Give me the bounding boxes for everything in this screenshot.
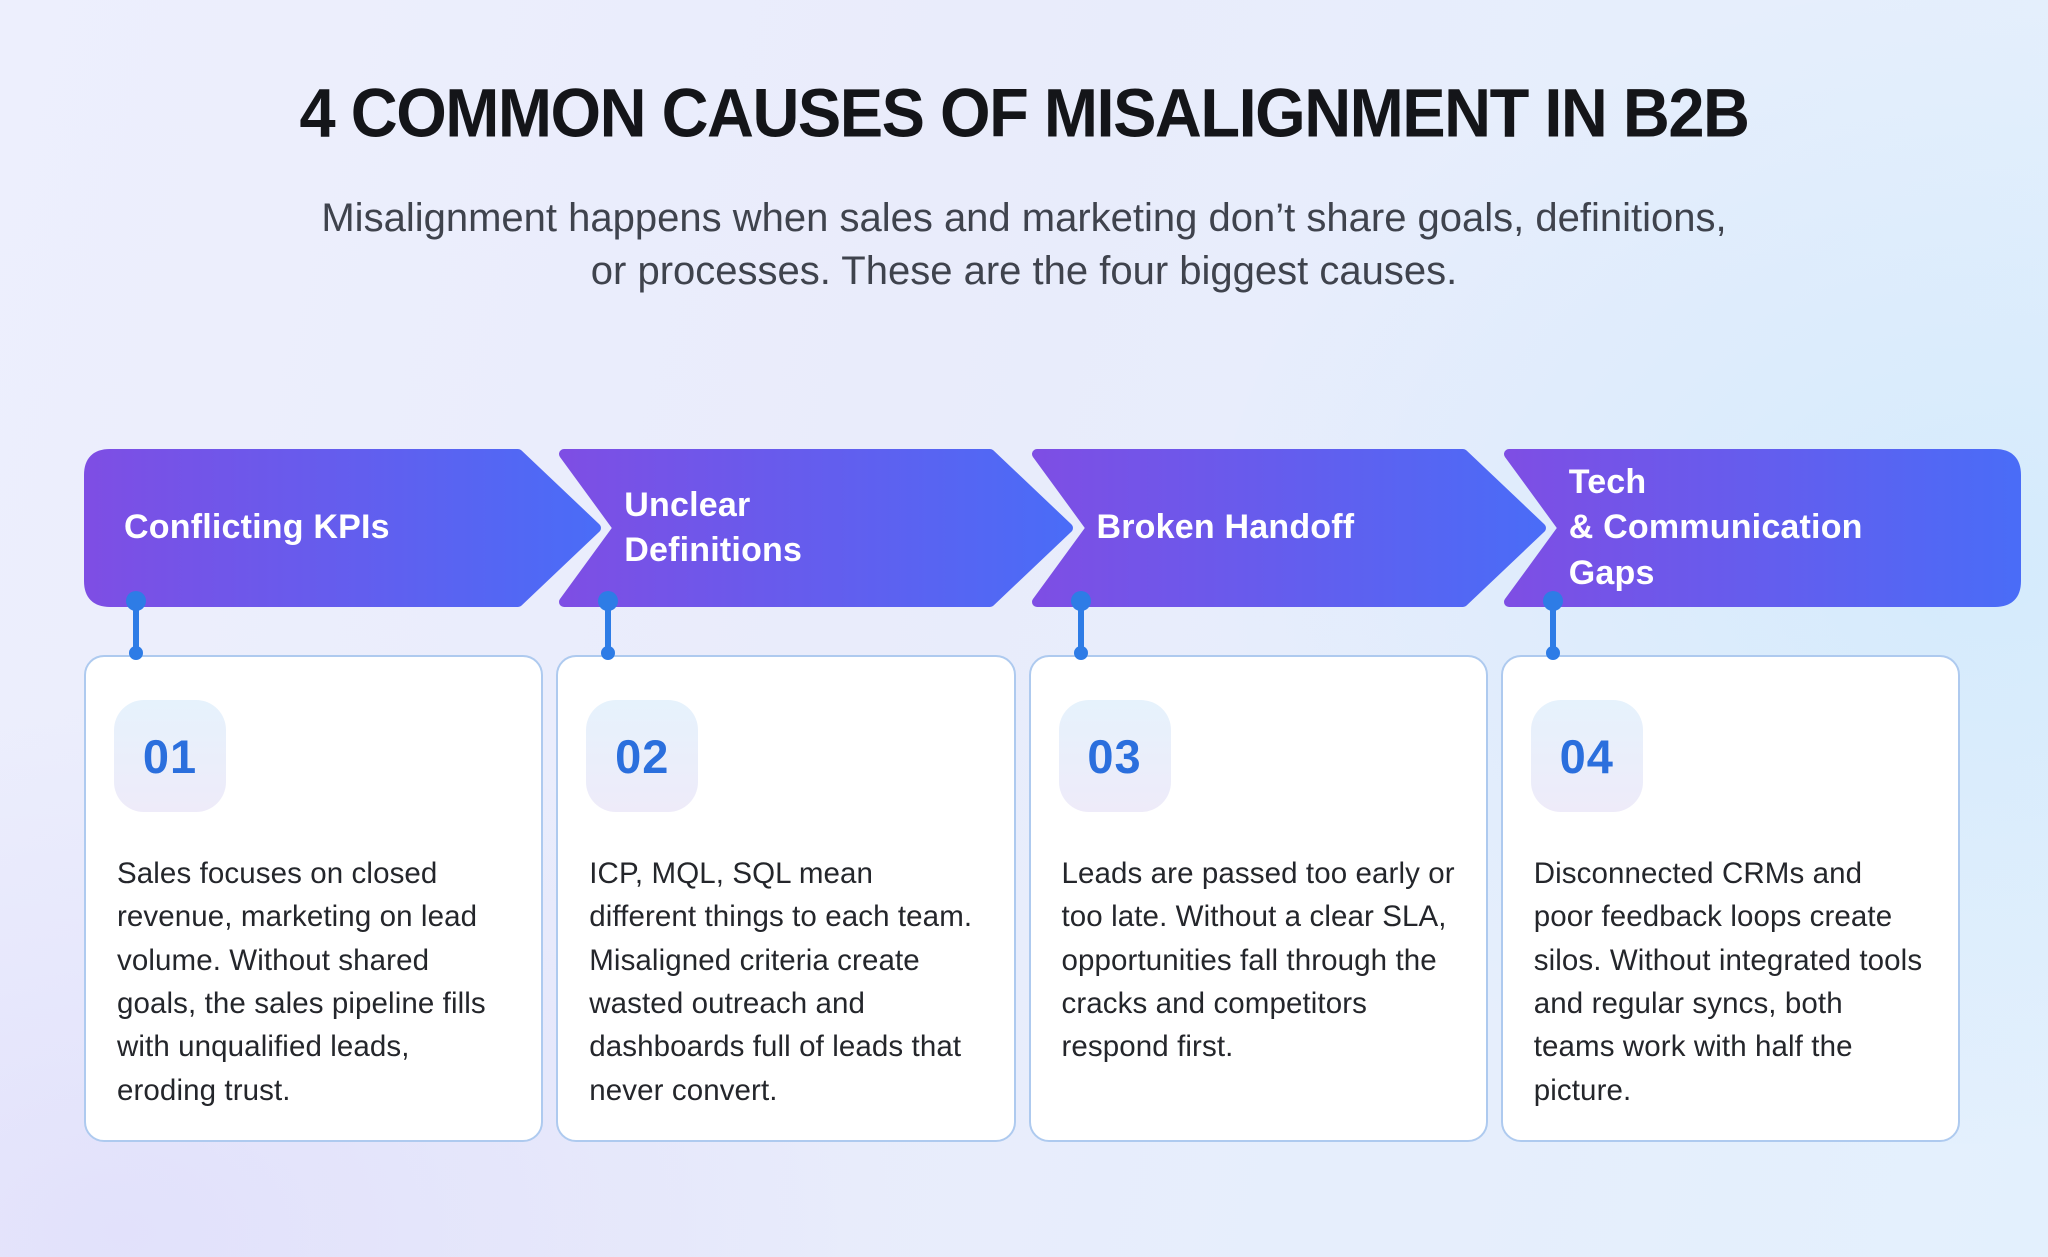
page-title: 4 COMMON CAUSES OF MISALIGNMENT IN B2B bbox=[299, 73, 1750, 152]
cause-column-1: Conflicting KPIs 01 Sales focuses on clo… bbox=[84, 449, 601, 1142]
arrow-label: Tech & Communication Gaps bbox=[1568, 463, 1863, 592]
page-subtitle: Misalignment happens when sales and mark… bbox=[321, 196, 1727, 294]
cause-column-2: Unclear Definitions 02 ICP, MQL, SQL mea… bbox=[556, 449, 1074, 1142]
arrow-label: Broken Handoff bbox=[1096, 508, 1355, 547]
connector bbox=[1501, 591, 1960, 660]
cause-card: 03 Leads are passed too early or too lat… bbox=[1028, 655, 1488, 1142]
cause-card: 04 Disconnected CRMs and poor feedback l… bbox=[1500, 655, 1960, 1142]
arrow-shape-end-icon bbox=[1503, 449, 2021, 607]
connector bbox=[1029, 591, 1488, 660]
connector bbox=[84, 591, 543, 660]
number-badge: 03 bbox=[1058, 700, 1171, 812]
cause-column-4: Tech & Communication Gaps 04 Disconnecte… bbox=[1500, 449, 2021, 1142]
arrow-shape-mid-icon bbox=[559, 449, 1074, 607]
arrow-banner-2: Unclear Definitions bbox=[556, 449, 1074, 607]
arrow-banner-1: Conflicting KPIs bbox=[84, 449, 601, 607]
connector bbox=[556, 591, 1015, 660]
connector-line-icon bbox=[598, 591, 619, 660]
cause-description: ICP, MQL, SQL mean different things to e… bbox=[589, 857, 973, 1107]
connector-line-icon bbox=[126, 591, 146, 660]
cause-card: 01 Sales focuses on closed revenue, mark… bbox=[84, 655, 544, 1142]
connector-line-icon bbox=[1070, 591, 1091, 660]
header: 4 COMMON CAUSES OF MISALIGNMENT IN B2B M… bbox=[0, 0, 2048, 299]
cause-description: Leads are passed too early or too late. … bbox=[1061, 857, 1455, 1064]
arrow-label: Unclear Definitions bbox=[624, 485, 803, 569]
arrow-label: Conflicting KPIs bbox=[124, 508, 390, 547]
cause-card: 02 ICP, MQL, SQL mean different things t… bbox=[556, 655, 1016, 1142]
cause-description: Disconnected CRMs and poor feedback loop… bbox=[1533, 857, 1923, 1107]
connector-line-icon bbox=[1542, 591, 1563, 660]
cause-column-3: Broken Handoff 03 Leads are passed too e… bbox=[1028, 449, 1546, 1142]
number-badge: 02 bbox=[586, 700, 699, 812]
arrow-shape-mid-icon bbox=[1031, 449, 1546, 607]
arrow-shape-start-icon bbox=[84, 449, 601, 607]
arrow-banner-3: Broken Handoff bbox=[1029, 449, 1546, 607]
number-badge: 04 bbox=[1530, 700, 1643, 812]
number-badge: 01 bbox=[114, 700, 226, 812]
cause-description: Sales focuses on closed revenue, marketi… bbox=[117, 857, 486, 1107]
cause-columns: Conflicting KPIs 01 Sales focuses on clo… bbox=[84, 449, 2021, 1142]
arrow-banner-4: Tech & Communication Gaps bbox=[1501, 449, 2021, 607]
